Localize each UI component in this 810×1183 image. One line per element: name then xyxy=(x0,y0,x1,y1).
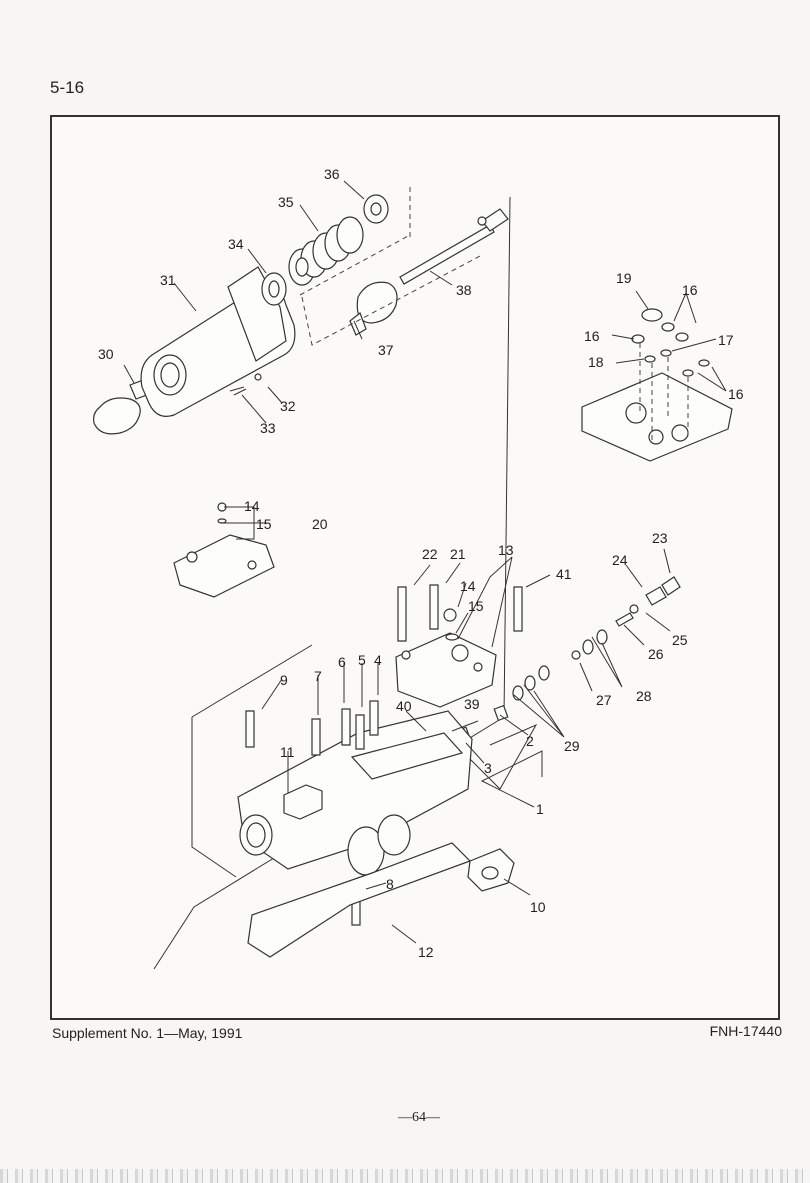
callout-38: 38 xyxy=(456,282,472,298)
part-25-oring xyxy=(629,604,639,614)
callout-40: 40 xyxy=(396,698,412,714)
page-number: —64— xyxy=(398,1110,440,1125)
callout-8: 8 xyxy=(386,876,394,892)
part-21-bolt xyxy=(429,584,439,630)
callout-3: 3 xyxy=(484,760,492,776)
main-housing-assembly xyxy=(191,644,538,958)
callout-16b: 16 xyxy=(584,328,600,344)
part-23-cap xyxy=(661,576,681,596)
exploded-parts-diagram: 1 2 3 4 5 6 7 8 9 10 11 12 13 14 14 15 1… xyxy=(50,115,780,1020)
callout-16c: 16 xyxy=(728,386,744,402)
callout-28: 28 xyxy=(636,688,652,704)
part-16-17-18-plate xyxy=(581,372,733,462)
callout-34: 34 xyxy=(228,236,244,252)
figure-number: FNH-17440 xyxy=(709,1023,782,1039)
callout-10: 10 xyxy=(530,899,546,915)
callout-19: 19 xyxy=(616,270,632,286)
callout-14b: 14 xyxy=(460,578,476,594)
callout-26: 26 xyxy=(648,646,664,662)
part-32-pin xyxy=(254,373,262,381)
callout-7: 7 xyxy=(314,668,322,684)
scan-edge-strip xyxy=(0,1169,810,1183)
assembly-boundary xyxy=(299,187,483,346)
part-35-spring xyxy=(288,216,364,286)
part-33-cotter xyxy=(229,386,247,396)
callout-14a: 14 xyxy=(244,498,260,514)
part-15-gasket xyxy=(445,633,459,641)
callout-36: 36 xyxy=(324,166,340,182)
callout-20: 20 xyxy=(312,516,328,532)
upper-cylinder-assembly xyxy=(93,187,511,970)
supplement-note: Supplement No. 1—May, 1991 xyxy=(52,1025,243,1041)
callout-6: 6 xyxy=(338,654,346,670)
callout-21: 21 xyxy=(450,546,466,562)
part-12-gasket xyxy=(247,842,472,958)
diagram-canvas: 1 2 3 4 5 6 7 8 9 10 11 12 13 14 14 15 1… xyxy=(93,166,744,970)
part-15-seal xyxy=(217,518,227,524)
part-14-plug xyxy=(443,608,457,622)
part-20-bracket xyxy=(173,534,275,598)
callout-15a: 15 xyxy=(256,516,272,532)
callout-22: 22 xyxy=(422,546,438,562)
section-id: 5-16 xyxy=(50,78,85,97)
part-31-flange xyxy=(227,266,287,362)
part-27-ball xyxy=(571,650,581,660)
part-2-seat xyxy=(493,704,509,722)
part-19-oring xyxy=(641,308,663,322)
part-11-boss xyxy=(283,784,323,820)
callout-18: 18 xyxy=(588,354,604,370)
part-24-plug xyxy=(645,586,667,606)
part-17-seal xyxy=(660,349,672,357)
callout-9: 9 xyxy=(280,672,288,688)
part-4-bolt xyxy=(369,700,379,736)
callout-15b: 15 xyxy=(468,598,484,614)
callout-39: 39 xyxy=(464,696,480,712)
callout-17: 17 xyxy=(718,332,734,348)
callout-32: 32 xyxy=(280,398,296,414)
callout-1: 1 xyxy=(536,801,544,817)
callout-31: 31 xyxy=(160,272,176,288)
callout-13: 13 xyxy=(498,542,514,558)
part-22-bolt xyxy=(397,586,407,642)
callout-4: 4 xyxy=(374,652,382,668)
part-26-spring xyxy=(615,612,634,627)
callout-5: 5 xyxy=(358,652,366,668)
callout-2: 2 xyxy=(526,733,534,749)
callout-labels: 1 2 3 4 5 6 7 8 9 10 11 12 13 14 14 15 1… xyxy=(98,166,744,960)
callout-29: 29 xyxy=(564,738,580,754)
leader-lines xyxy=(123,180,727,944)
callout-41: 41 xyxy=(556,566,572,582)
part-9-bolt xyxy=(245,710,255,748)
callout-37: 37 xyxy=(378,342,394,358)
part-41-bolt xyxy=(513,586,523,632)
part-6-bolt xyxy=(341,708,351,746)
part-5-bolt xyxy=(355,714,365,750)
callout-12: 12 xyxy=(418,944,434,960)
part-30-ball-joint xyxy=(93,397,141,435)
callout-30: 30 xyxy=(98,346,114,362)
callout-25: 25 xyxy=(672,632,688,648)
part-18-seal xyxy=(644,355,656,363)
callout-33: 33 xyxy=(260,420,276,436)
callout-16a: 16 xyxy=(682,282,698,298)
callout-11: 11 xyxy=(280,744,295,760)
callout-23: 23 xyxy=(652,530,668,546)
callout-24: 24 xyxy=(612,552,628,568)
part-38-rod xyxy=(399,224,495,285)
callout-27: 27 xyxy=(596,692,612,708)
part-7-bolt xyxy=(311,718,321,756)
callout-35: 35 xyxy=(278,194,294,210)
part-13-cover xyxy=(395,632,497,708)
part-28-shim xyxy=(582,639,594,655)
